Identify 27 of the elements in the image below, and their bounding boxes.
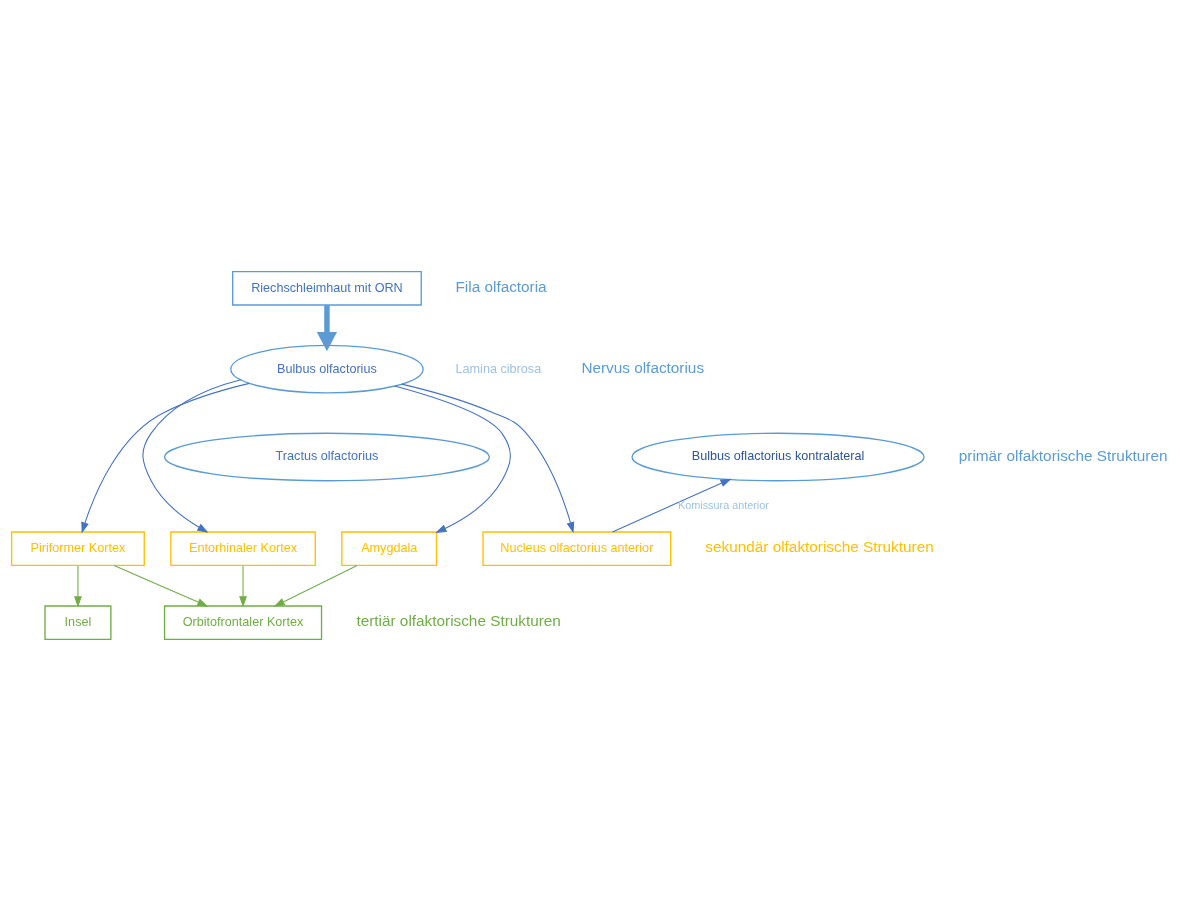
label: tertiär olfaktorische Strukturen [356, 612, 561, 630]
node-box: Nucleus olfactorius anterior [482, 531, 672, 567]
edge-label: Komissura anterior [678, 499, 769, 512]
arrow [239, 565, 247, 608]
arrow [273, 564, 358, 607]
arrow [113, 564, 209, 607]
node-ellipse: Bulbus olfactorius [230, 344, 424, 394]
node-box: Insel [44, 605, 112, 641]
node-box: Riechschleimhaut mit ORN [232, 270, 422, 306]
node-ellipse: Bulbus oflactorius kontralateral [631, 432, 925, 482]
node-box: Entorhinaler Kortex [170, 531, 316, 567]
label: Nervus olfactorius [581, 358, 705, 376]
label: sekundär olfaktorische Strukturen [705, 538, 934, 556]
node-box: Amygdala [341, 531, 438, 567]
label: Lamina cibrosa [455, 361, 542, 376]
arrow [611, 478, 732, 533]
label: Fila olfactoria [455, 278, 547, 295]
node-box: Piriformer Kortex [10, 531, 145, 567]
arrow [394, 385, 511, 534]
arrow [316, 305, 338, 352]
arrow [81, 382, 250, 534]
label: primär olfaktorische Strukturen [958, 446, 1168, 464]
node-ellipse: Tractus olfactorius [163, 432, 490, 482]
arrow [142, 379, 242, 533]
arrow [74, 565, 82, 608]
node-box: Orbitofrontaler Kortex [163, 605, 323, 641]
arrow [401, 383, 575, 534]
